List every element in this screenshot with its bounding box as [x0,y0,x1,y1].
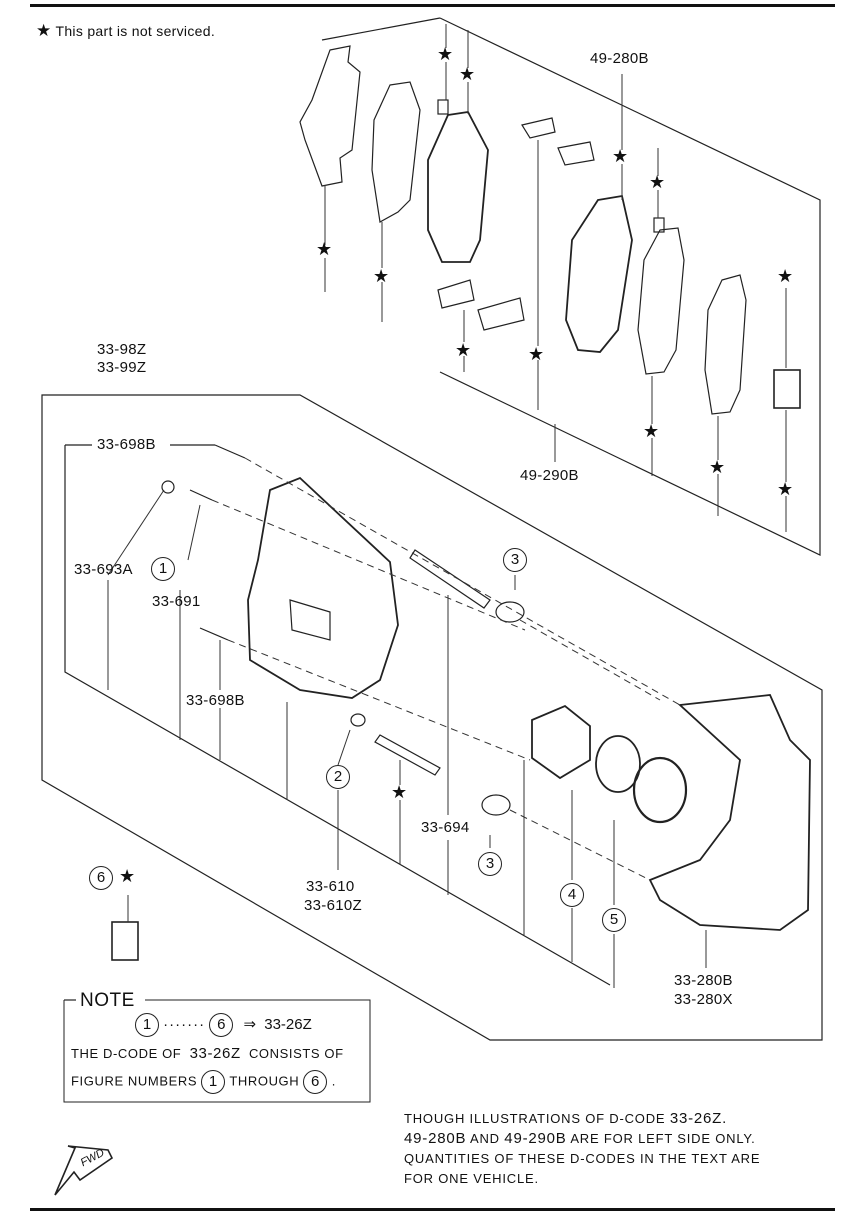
star-icon: ★ [455,340,472,360]
pad-kit-frame [439,17,821,556]
note-callout-to: 6 [209,1013,234,1037]
fwd-arrow [54,1145,114,1196]
note-line-3: FIGURE NUMBERS 1 THROUGH 6 . [71,1070,336,1094]
legend-text: This part is not serviced. [55,23,216,39]
shim-inner-left [371,81,421,223]
label-33-691: 33-691 [152,593,201,610]
star-icon: ★ [119,866,136,886]
star-icon: ★ [709,457,726,477]
label-33-99z: 33-99Z [97,359,147,376]
callout-3-bottom: 3 [478,852,502,876]
shim-inner-right [637,227,685,375]
star-icon: ★ [459,64,476,84]
arrow-icon: ⇒ [243,1015,257,1033]
info-paragraph: THOUGH ILLUSTRATIONS OF D-CODE 33-26Z. 4… [404,1109,760,1189]
callout-1: 1 [151,557,175,581]
bottom-rule [30,1208,835,1211]
label-33-610z: 33-610Z [304,897,362,914]
label-33-280b: 33-280B [674,972,733,989]
note-callout-6: 6 [303,1070,328,1094]
callout-2: 2 [326,765,350,789]
note-callout-1: 1 [201,1070,226,1094]
callout-3-top: 3 [503,548,527,572]
piston [531,704,591,780]
star-icon: ★ [612,146,629,166]
star-icon: ★ [528,344,545,364]
note-range-row: 1 ······· 6 ⇒ 33-26Z [135,1013,312,1037]
pad-right [565,194,633,353]
caliper-frame [41,394,823,1041]
label-33-610: 33-610 [306,878,355,895]
note-title: NOTE [78,990,137,1012]
shim-outer-left [299,45,361,187]
star-icon: ★ [777,479,794,499]
shim-outer-right [704,274,747,415]
label-49-290b: 49-290B [520,467,579,484]
note-box [63,999,371,1103]
callout-4: 4 [560,883,584,907]
caliper-body [247,476,399,699]
label-33-280x: 33-280X [674,991,733,1008]
label-33-698b-top: 33-698B [97,436,156,453]
star-icon: ★ [373,266,390,286]
star-icon: ★ [391,782,408,802]
note-result-code: 33-26Z [264,1015,312,1033]
star-icon: ★ [437,44,454,64]
star-icon: ★ [36,21,52,40]
pad-left [427,111,489,263]
label-33-98z: 33-98Z [97,341,147,358]
star-icon: ★ [643,421,660,441]
label-33-694: 33-694 [421,819,470,836]
note-callout-from: 1 [135,1013,159,1037]
info-line-3: QUANTITIES OF THESE D-CODES IN THE TEXT … [404,1151,761,1166]
label-49-280b: 49-280B [590,50,649,67]
star-icon: ★ [649,172,666,192]
caliper-bracket [648,694,811,931]
legend: ★ This part is not serviced. [36,21,215,41]
star-icon: ★ [777,266,794,286]
label-33-693a: 33-693A [74,561,133,578]
callout-6: 6 [89,866,113,890]
info-line-1: THOUGH ILLUSTRATIONS OF D-CODE 33-26Z. [404,1110,728,1127]
note-line-2: THE D-CODE OF 33-26Z CONSISTS OF [71,1045,344,1062]
callout-5: 5 [602,908,626,932]
star-icon: ★ [316,239,333,259]
info-line-4: FOR ONE VEHICLE. [404,1171,539,1186]
info-line-2: 49-280B AND 49-290B ARE FOR LEFT SIDE ON… [404,1130,756,1147]
top-rule [30,4,835,7]
label-33-698b-bottom: 33-698B [186,692,245,709]
